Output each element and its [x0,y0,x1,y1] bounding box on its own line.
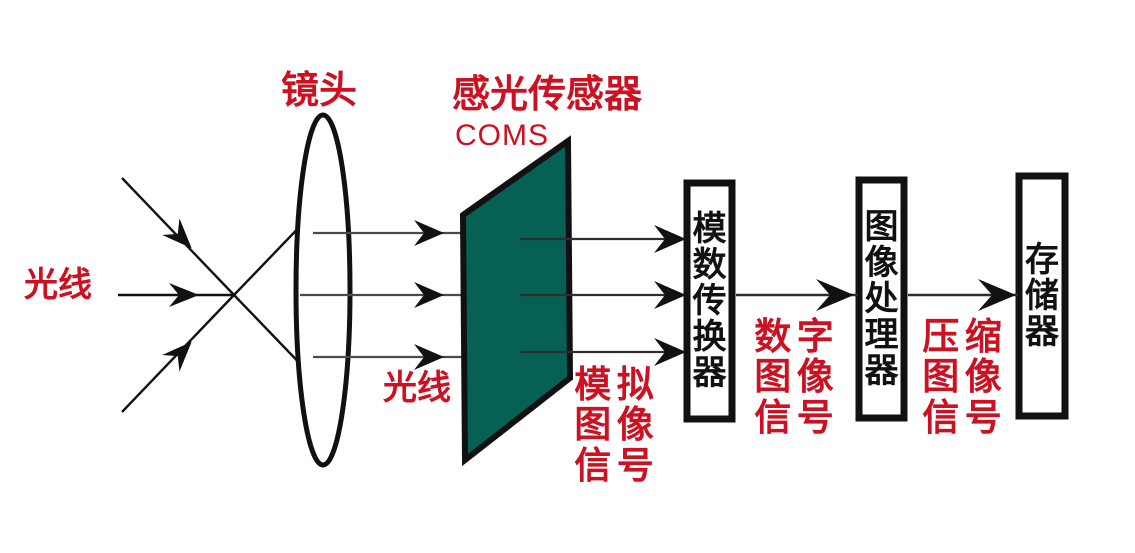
digital-char-3: 像 [796,356,834,398]
compressed-char-3: 像 [964,356,1002,398]
incoming-light-label: 光线 [24,266,92,304]
storage-char-1: 储 [1025,276,1059,315]
compressed-char-1: 缩 [964,316,1002,357]
incoming-light-rays [118,177,235,413]
adc-box[interactable] [683,179,736,423]
digital-image-signal-label: 数 字 图 像 信 号 [752,316,836,438]
adc-char-1: 数 [692,245,727,284]
sensor-out-arrowheads [654,225,686,366]
processor-to-storage-connector [908,279,1018,311]
digital-char-5: 号 [796,396,834,438]
adc-to-processor-connector [736,279,858,311]
processor-char-0: 图 [864,207,899,246]
compressed-char-0: 压 [922,316,960,357]
digital-char-4: 信 [754,396,792,438]
processor-char-1: 像 [864,243,899,282]
adc-char-2: 传 [692,281,727,320]
adc-char-4: 器 [692,354,727,393]
image-processor-box[interactable] [855,176,908,422]
processor-char-2: 处 [864,279,899,318]
storage-box-text: 存 储 器 [1019,176,1065,416]
analog-char-0: 模 [574,364,612,405]
analog-char-3: 像 [616,404,654,446]
image-sensor-cmos [459,135,574,467]
compressed-char-4: 信 [922,396,960,438]
adc-char-0: 模 [692,209,727,248]
compressed-char-2: 图 [922,356,960,398]
compressed-char-5: 号 [964,396,1002,438]
storage-box[interactable] [1015,172,1069,420]
image-processor-box-text: 图 像 处 理 器 [859,180,904,418]
processor-char-3: 理 [864,316,899,355]
storage-char-2: 器 [1025,313,1059,352]
sensor-label: 感光传感器 [452,74,643,116]
digital-char-2: 图 [754,356,792,398]
analog-char-2: 图 [574,404,612,446]
focused-light-label: 光线 [383,369,451,407]
digital-char-0: 数 [754,316,792,357]
incoming-ray-arrowheads [162,218,199,372]
analog-char-5: 号 [616,444,654,486]
sensor-to-adc-signals [520,237,686,354]
lens-element [293,112,353,468]
storage-char-0: 存 [1025,240,1059,279]
analog-char-1: 拟 [616,364,654,405]
digital-char-1: 字 [796,316,834,357]
lens-label: 镜头 [281,70,358,112]
sensor-sublabel-coms: COMS [455,119,549,152]
adc-char-3: 换 [692,318,727,357]
processor-char-4: 器 [864,352,899,391]
lens-out-arrowheads [414,220,444,370]
adc-box-text: 模 数 传 换 器 [687,183,732,419]
analog-char-4: 信 [574,444,612,486]
compressed-image-signal-label: 压 缩 图 像 信 号 [920,316,1004,438]
analog-image-signal-label: 模 拟 图 像 信 号 [572,364,656,486]
